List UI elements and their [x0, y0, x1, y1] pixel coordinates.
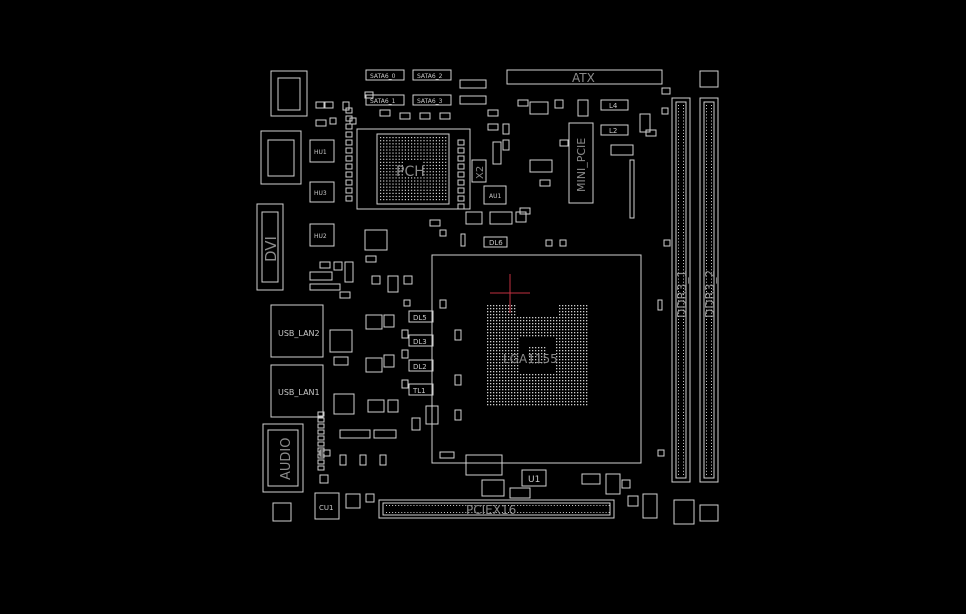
- dvi-label: DVI: [262, 236, 280, 262]
- dvi-connector: DVI: [256, 203, 284, 291]
- atx-connector: ATX: [506, 69, 663, 85]
- cpu-socket: LGA1155: [431, 254, 642, 464]
- right-parts: [642, 70, 719, 525]
- ddr3-slots: DDR3_1 DDR3_2: [671, 97, 719, 483]
- hu3-label: HU3: [314, 190, 327, 197]
- sata6-1-label: SATA6_1: [370, 98, 396, 105]
- sata6-3-label: SATA6_3: [417, 98, 443, 105]
- x2-crystal: X2: [471, 159, 487, 183]
- io-column: DVI USB_LAN2 USB_LAN1 AUDIO: [256, 70, 324, 522]
- dl5-label: DL5: [413, 314, 427, 322]
- cu1-chip: CU1: [314, 492, 340, 520]
- sata6-2-label: SATA6_2: [417, 73, 443, 80]
- dl6-label: DL6: [489, 239, 503, 247]
- mini-pcie-slot: MINI_PCIE: [568, 122, 594, 204]
- atx-label: ATX: [572, 71, 595, 85]
- smd-components: [309, 79, 671, 509]
- l4-label: L4: [609, 102, 618, 110]
- usb-lan2-connector: USB_LAN2: [270, 304, 324, 358]
- audio-connector: AUDIO: [262, 423, 304, 493]
- inductors: L4 L2: [600, 99, 629, 136]
- cu1-label: CU1: [319, 504, 333, 512]
- pciex16-label: PCIEX16: [466, 503, 516, 517]
- usb-lan1-connector: USB_LAN1: [270, 364, 324, 418]
- ddr3-1-label: DDR3_1: [675, 270, 689, 318]
- usb-lan1-label: USB_LAN1: [278, 388, 320, 397]
- au1-label: AU1: [489, 193, 501, 200]
- u1-chip: U1: [521, 469, 547, 487]
- mini-pcie-label: MINI_PCIE: [575, 138, 588, 192]
- dl6-part: DL6: [483, 236, 508, 248]
- u1-label: U1: [528, 475, 540, 485]
- hu-chips: HU1 HU3 HU2: [309, 139, 335, 247]
- pciex16-slot: PCIEX16: [378, 499, 615, 519]
- dl2-label: DL2: [413, 363, 427, 371]
- l2-label: L2: [609, 127, 617, 135]
- hu1-label: HU1: [314, 149, 327, 156]
- dl-parts: DL5 DL3 DL2 TL1: [408, 310, 434, 396]
- pch-chip: PCH: [356, 128, 471, 210]
- tl1-label: TL1: [412, 387, 426, 395]
- sata-connectors: SATA6_0 SATA6_2 SATA6_1 SATA6_3: [365, 69, 452, 106]
- usb-lan2-label: USB_LAN2: [278, 329, 320, 338]
- sata6-0-label: SATA6_0: [370, 73, 396, 80]
- pch-label: PCH: [396, 164, 425, 180]
- x2-label: X2: [475, 166, 486, 179]
- ddr3-2-label: DDR3_2: [703, 270, 717, 318]
- lga-label: LGA1155: [503, 352, 558, 366]
- hu2-label: HU2: [314, 233, 327, 240]
- dl3-label: DL3: [413, 338, 427, 346]
- au1-chip: AU1: [483, 185, 507, 205]
- audio-label: AUDIO: [279, 438, 294, 481]
